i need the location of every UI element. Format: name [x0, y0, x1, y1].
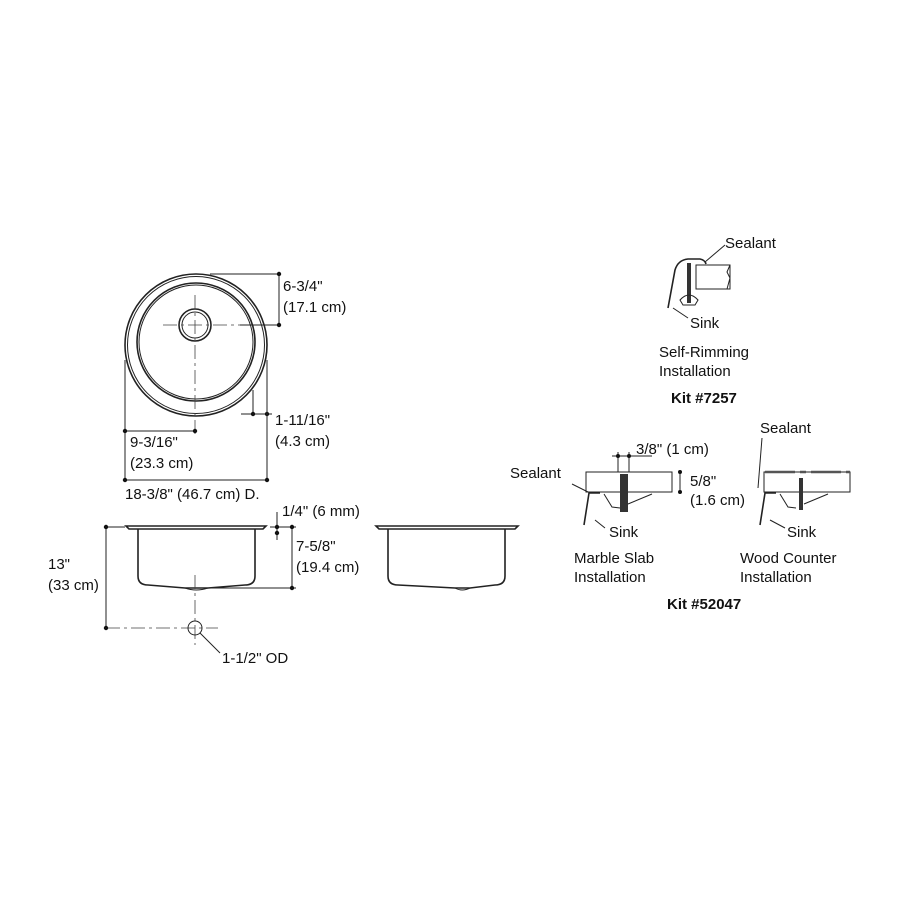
wood-sink-label: Sink	[787, 524, 817, 541]
dim-rim-width: 1-11/16"	[275, 412, 330, 429]
self-rimming-title-2: Installation	[659, 363, 731, 380]
wood-counter-detail: Sealant Sink Wood Counter Installation	[740, 420, 851, 586]
marble-sink-label: Sink	[609, 524, 639, 541]
drain-od: 1-1/2" OD	[222, 650, 288, 667]
self-rimming-detail: Sealant Sink Self-Rimming Installation K…	[659, 235, 777, 407]
dim-depth: 7-5/8"	[296, 538, 336, 555]
kit-52047: Kit #52047	[667, 596, 741, 613]
sink-outer-rim	[124, 273, 268, 417]
dim-rim-thickness: 1/4" (6 mm)	[282, 503, 360, 520]
wood-title-1: Wood Counter	[740, 550, 836, 567]
drain-outlet	[187, 620, 203, 636]
self-rimming-title-1: Self-Rimming	[659, 344, 749, 361]
marble-dim-thickness: 5/8"	[690, 473, 716, 490]
dim-drain-offset-metric: (17.1 cm)	[283, 299, 346, 316]
marble-title-2: Installation	[574, 569, 646, 586]
side-view: 1-1/2" OD 13" (33 cm) 1/4" (6 mm) 7-5/8"…	[48, 503, 360, 667]
marble-sealant-label: Sealant	[510, 465, 562, 482]
dim-drain-offset: 6-3/4"	[283, 278, 323, 295]
self-rimming-sealant-label: Sealant	[725, 235, 777, 252]
marble-dim-width: 3/8" (1 cm)	[636, 441, 709, 458]
marble-title-1: Marble Slab	[574, 550, 654, 567]
wood-sealant-label: Sealant	[760, 420, 812, 437]
dim-drain-height: 13"	[48, 556, 70, 573]
marble-dim-thickness-metric: (1.6 cm)	[690, 492, 745, 509]
dim-rim-width-metric: (4.3 cm)	[275, 433, 330, 450]
sink-bowl	[136, 282, 256, 402]
side-view-rotated	[374, 525, 520, 591]
marble-slab-detail: 3/8" (1 cm) 5/8" (1.6 cm) Sealant Sink M…	[510, 441, 745, 586]
self-rimming-sink-label: Sink	[690, 315, 720, 332]
top-view: 6-3/4" (17.1 cm) 1-11/16" (4.3 cm) 9-3/1…	[122, 271, 346, 503]
dim-drain-height-metric: (33 cm)	[48, 577, 99, 594]
dim-center: 9-3/16"	[130, 434, 178, 451]
dim-diameter: 18-3/8" (46.7 cm) D.	[125, 486, 260, 503]
dim-center-metric: (23.3 cm)	[130, 455, 193, 472]
kit-7257: Kit #7257	[671, 390, 737, 407]
dim-depth-metric: (19.4 cm)	[296, 559, 359, 576]
wood-title-2: Installation	[740, 569, 812, 586]
